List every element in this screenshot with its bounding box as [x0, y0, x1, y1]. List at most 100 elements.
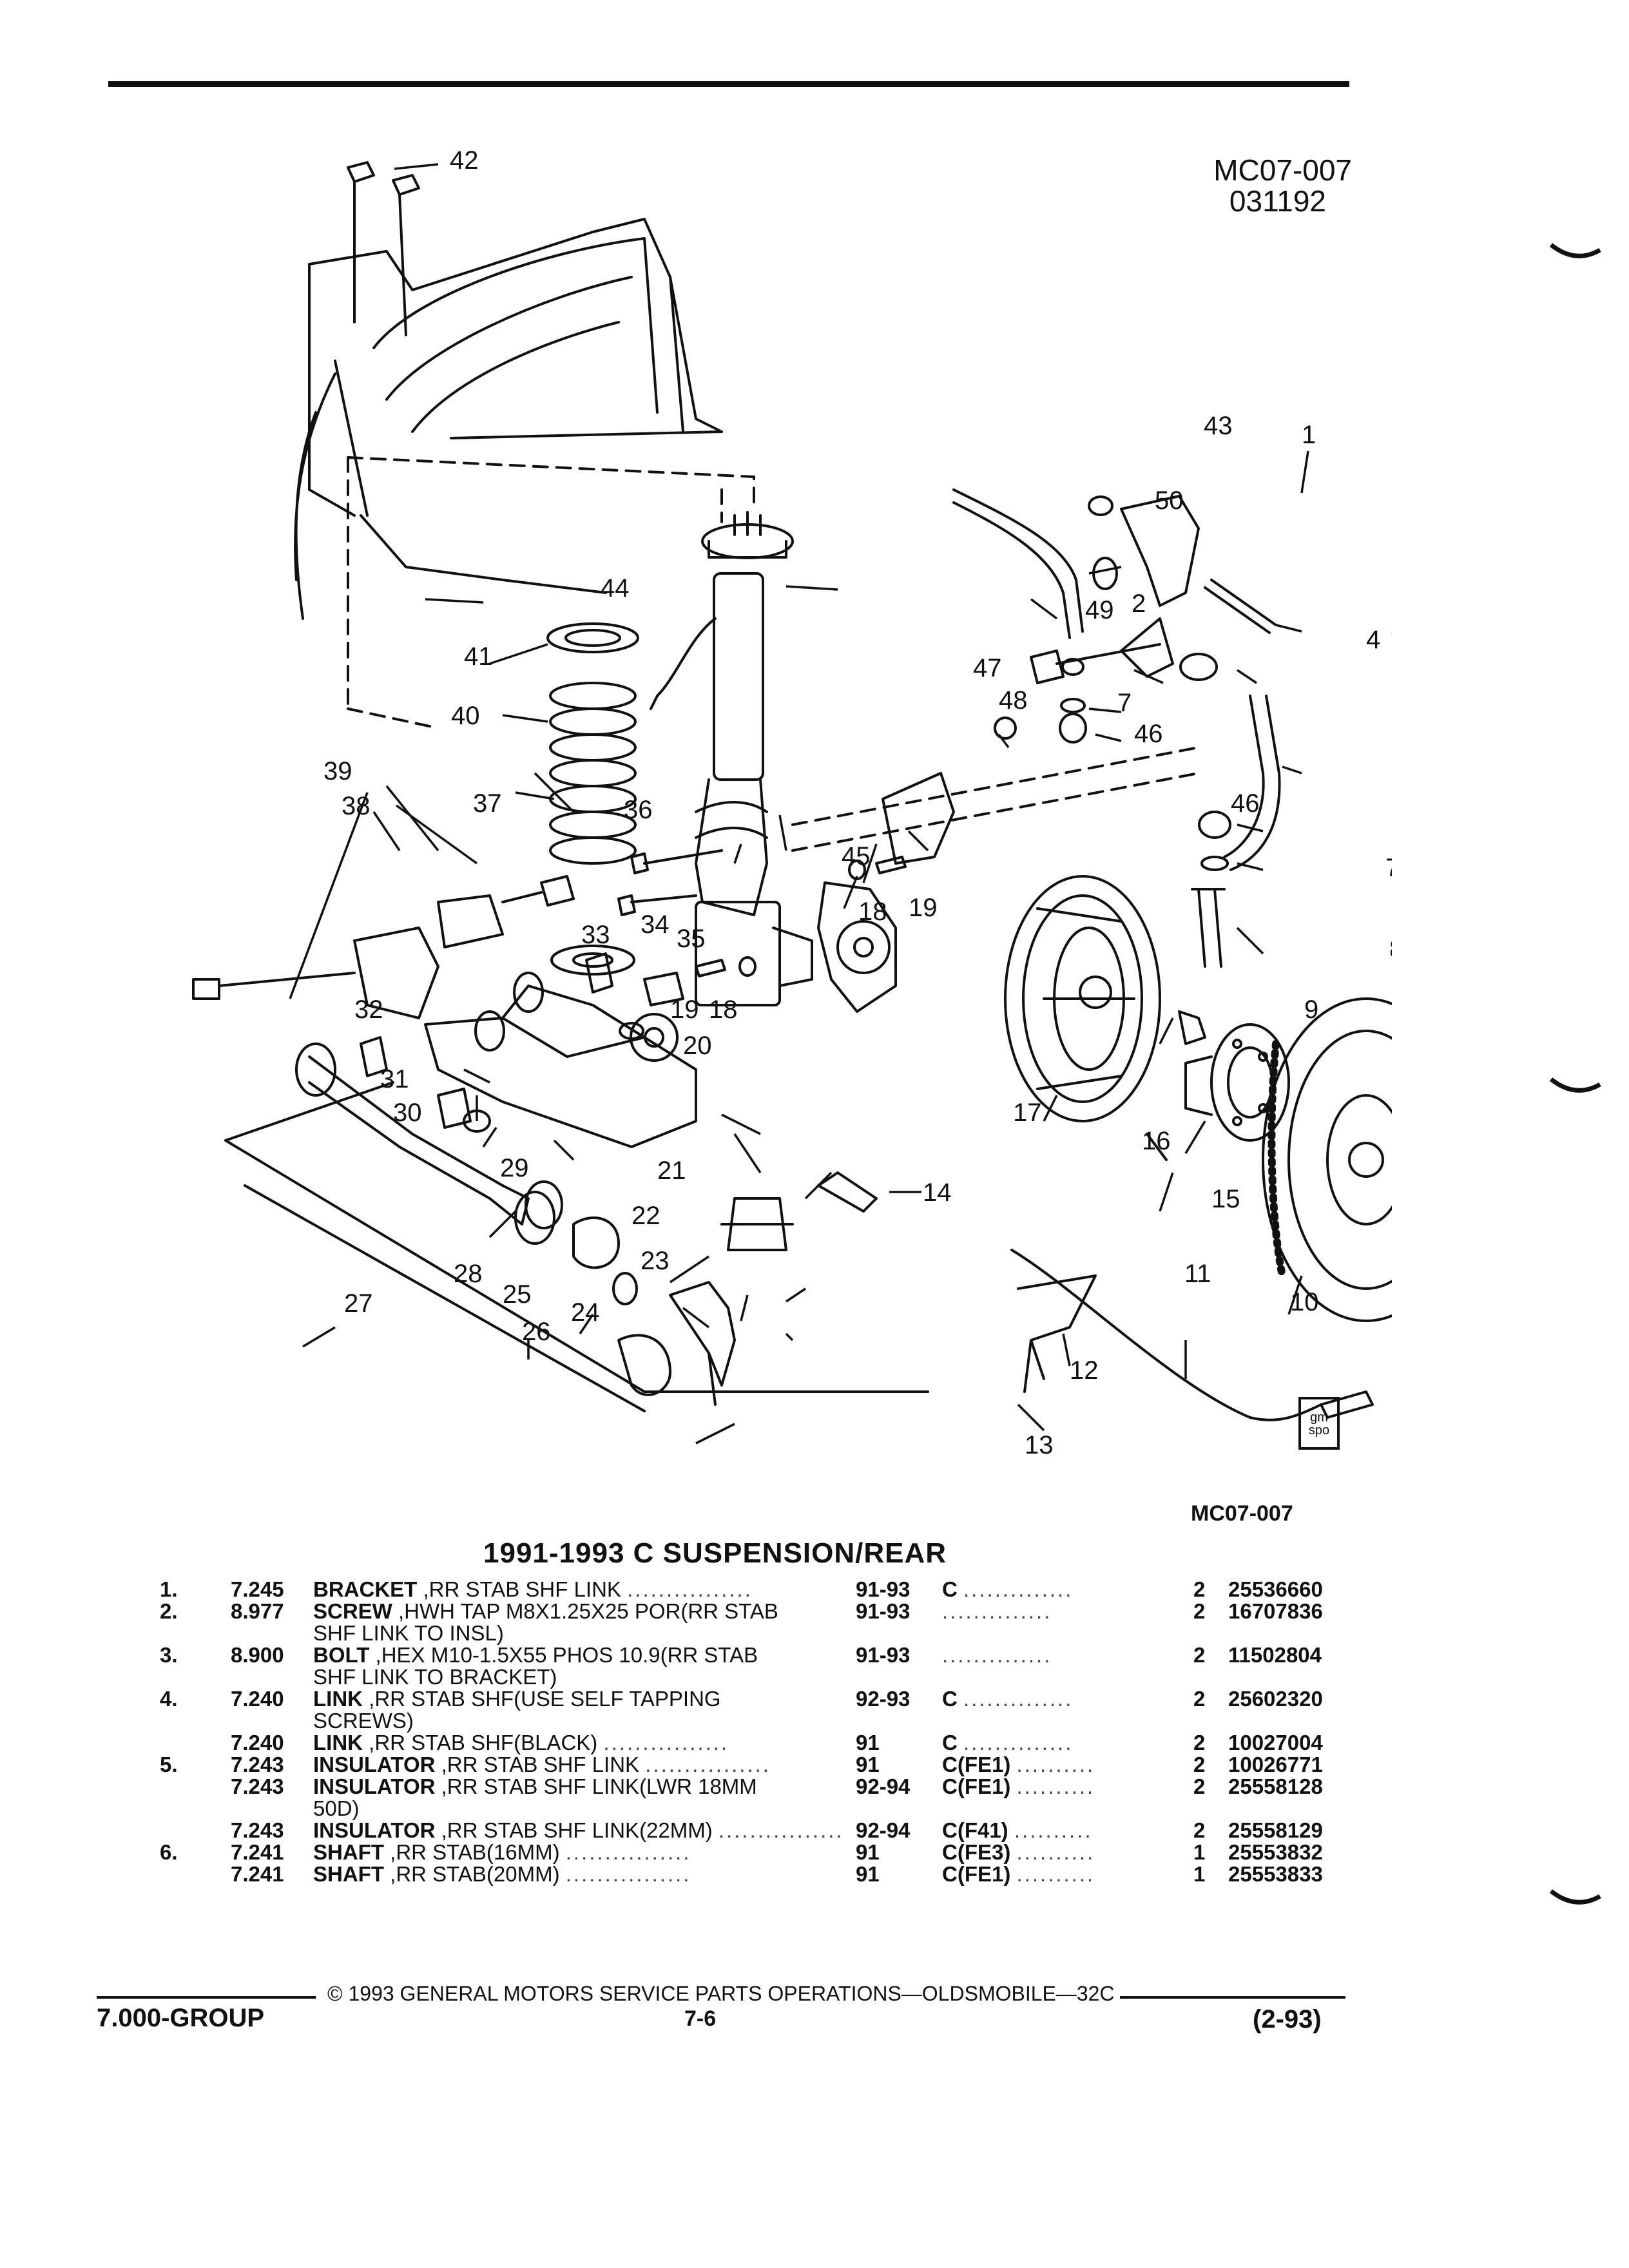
part-body-code: C: [942, 1687, 958, 1711]
section-title: 1991-1993 C SUSPENSION/REAR: [483, 1537, 947, 1569]
insulator-46-top: [1059, 713, 1087, 744]
part-desc-continued: SCREWS): [313, 1709, 414, 1733]
part-desc: ,HEX M10-1.5X55 PHOS 10.9(RR STAB: [369, 1643, 758, 1667]
dot-leader: ................: [565, 1840, 691, 1864]
nut-24: [612, 1272, 638, 1305]
callout-50: 50: [1155, 486, 1184, 515]
part-body: ..............: [942, 1643, 1052, 1667]
part-body: C(FE1) ..........: [942, 1862, 1095, 1887]
part-name: BRACKET: [313, 1577, 418, 1601]
callout-29: 29: [500, 1154, 529, 1182]
part-number: 25553833: [1228, 1862, 1323, 1886]
part-body-code: C(FE3): [942, 1840, 1011, 1864]
part-number: 16707836: [1228, 1599, 1323, 1623]
bushing-30: [437, 1088, 472, 1129]
insulator-5: [1179, 653, 1218, 681]
callout-31: 31: [380, 1065, 409, 1093]
footer-copyright: © 1993 GENERAL MOTORS SERVICE PARTS OPER…: [327, 1982, 1115, 2005]
callout-15: 15: [1211, 1185, 1240, 1213]
part-number: 11502804: [1228, 1643, 1322, 1667]
part-number: 25536660: [1228, 1577, 1323, 1601]
brake-backing-plate-17: [1004, 875, 1161, 1122]
callout-35: 35: [677, 925, 706, 953]
part-qty: 2: [1193, 1577, 1206, 1601]
callout-3: 3: [1391, 615, 1392, 644]
callout-48: 48: [999, 686, 1028, 715]
part-ref: 3.: [160, 1643, 178, 1667]
callout-32: 32: [354, 995, 383, 1024]
part-number: 10026771: [1228, 1753, 1323, 1776]
dot-leader: ..........: [1016, 1840, 1095, 1864]
callout-18: 18: [858, 898, 887, 926]
part-desc: ,RR STAB(20MM): [384, 1862, 560, 1886]
footer-group: 7.000-GROUP: [97, 2004, 265, 2032]
part-name: INSULATOR: [313, 1774, 436, 1798]
callout-7: 7: [1117, 689, 1132, 717]
part-number: 25553832: [1228, 1840, 1323, 1864]
brake-lever-14: [817, 1171, 878, 1213]
part-years: 91-93: [856, 1577, 911, 1601]
callout-19b: 19: [670, 995, 699, 1024]
bolt-39-left: [192, 972, 356, 1000]
part-years: 92-93: [856, 1687, 911, 1711]
edge-mark-bottom: [1550, 1889, 1601, 1905]
callout-20: 20: [683, 1032, 712, 1060]
part-desc: ,RR STAB(16MM): [384, 1840, 560, 1864]
callout-19: 19: [909, 894, 938, 922]
part-group: 7.240: [231, 1687, 284, 1711]
callout-46b: 46: [1231, 789, 1260, 818]
bushing-35: [643, 972, 684, 1006]
callout-13: 13: [1025, 1431, 1054, 1459]
part-body: ..............: [942, 1599, 1052, 1624]
part-body: C ..............: [942, 1731, 1073, 1755]
clamp-26: [617, 1334, 671, 1396]
part-description: SCREW ,HWH TAP M8X1.25X25 POR(RR STAB: [313, 1599, 778, 1624]
callout-4: 4: [1366, 626, 1380, 654]
part-group: 7.243: [231, 1774, 284, 1798]
part-body-code: C(F41): [942, 1818, 1008, 1842]
part-number: 25558128: [1228, 1774, 1323, 1798]
part-group: 7.241: [231, 1840, 284, 1864]
part-desc: ,RR STAB SHF(USE SELF TAPPING: [363, 1687, 721, 1711]
stud-15: [1146, 1133, 1168, 1161]
part-group: 7.243: [231, 1818, 284, 1842]
edge-mark-top: [1550, 243, 1601, 258]
bolt-36: [630, 849, 723, 874]
part-years: 91: [856, 1731, 880, 1754]
clip-19: [695, 856, 907, 977]
callout-8: 8: [1389, 935, 1392, 963]
knuckle-45: [817, 881, 897, 1013]
part-body: C(FE3) ..........: [942, 1840, 1095, 1865]
figure-code: MC07-007: [1213, 153, 1352, 187]
footer-rule-left: [97, 1996, 316, 1999]
body-panel-outline: [308, 218, 723, 517]
callout-18b: 18: [709, 995, 738, 1024]
dot-leader: ................: [603, 1731, 729, 1754]
callout-21: 21: [657, 1157, 686, 1185]
part-qty: 2: [1193, 1643, 1206, 1667]
callout-42: 42: [450, 146, 479, 175]
part-row: 7.243 INSULATOR ,RR STAB SHF LINK(22MM) .…: [0, 1818, 1629, 1843]
callout-33: 33: [581, 921, 610, 949]
part-qty: 2: [1193, 1774, 1206, 1798]
part-body-code: C(FE1): [942, 1753, 1011, 1776]
bushing-25: [572, 1216, 620, 1269]
part-description: BRACKET ,RR STAB SHF LINK ..............…: [313, 1577, 753, 1602]
nut-18: [738, 956, 757, 977]
bushing-22: [720, 1197, 794, 1251]
part-years: 91-93: [856, 1643, 911, 1667]
part-ref: 2.: [160, 1599, 178, 1623]
part-ref: 1.: [160, 1577, 178, 1601]
footer-date: (2-93): [1253, 2005, 1322, 2033]
dot-leader: ..............: [963, 1731, 1074, 1754]
part-name: INSULATOR: [313, 1753, 436, 1776]
cable-bracket-12: [1017, 1274, 1097, 1393]
part-description: LINK ,RR STAB SHF(BLACK) ...............…: [313, 1731, 729, 1755]
part-description: INSULATOR ,RR STAB SHF LINK(22MM) ......…: [313, 1818, 844, 1843]
bushing-32: [360, 1036, 388, 1077]
